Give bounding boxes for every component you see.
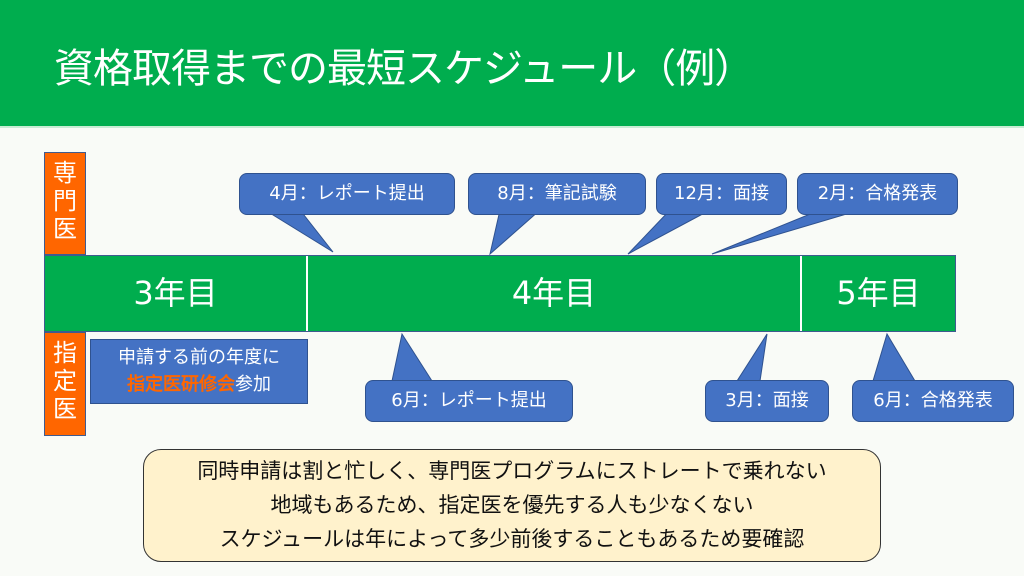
note-line1: 申請する前の年度に bbox=[118, 347, 280, 368]
year-3: 3年目 bbox=[133, 274, 218, 312]
summary-line: 地域もあるため、指定医を優先する人も少なくない bbox=[270, 493, 754, 517]
tail-senmon-3 bbox=[711, 209, 861, 255]
senmon-callout-result: 2月：合格発表 bbox=[797, 173, 958, 215]
senmon-callout-interview: 12月：面接 bbox=[656, 173, 787, 215]
senmon-callout-report: 4月：レポート提出 bbox=[239, 173, 455, 215]
year-4: 4年目 bbox=[511, 274, 597, 312]
tail-shitei-2 bbox=[872, 332, 916, 382]
callout-label: 12月：面接 bbox=[674, 183, 769, 204]
tail-shitei-0 bbox=[391, 332, 433, 382]
timeline-bar: 3年目 4年目 5年目 bbox=[44, 255, 956, 332]
callout-label: 8月：筆記試験 bbox=[497, 183, 617, 204]
note-suffix: 参加 bbox=[235, 374, 271, 395]
callout-label: 3月：面接 bbox=[725, 390, 809, 411]
tail-senmon-0 bbox=[263, 209, 334, 253]
shitei-callout-report: 6月：レポート提出 bbox=[365, 380, 573, 422]
shitei-callout-result: 6月：合格発表 bbox=[852, 380, 1014, 422]
callout-label: 4月：レポート提出 bbox=[269, 183, 425, 204]
summary-line: 同時申請は割と忙しく、専門医プログラムにストレートで乗れない bbox=[197, 459, 827, 483]
shitei-callout-interview: 3月：面接 bbox=[705, 380, 829, 422]
senmon-tag: 専門医 bbox=[44, 152, 86, 255]
senmon-callout-written-exam: 8月：筆記試験 bbox=[468, 173, 646, 215]
shitei-tag: 指定医 bbox=[44, 332, 86, 436]
summary-line: スケジュールは年によって多少前後することもあるため要確認 bbox=[219, 527, 805, 551]
senmon-tag-label: 専門医 bbox=[53, 159, 77, 243]
shitei-tag-label: 指定医 bbox=[53, 339, 77, 423]
note-highlight: 指定医研修会 bbox=[127, 374, 235, 395]
tail-senmon-1 bbox=[489, 209, 542, 256]
tail-shitei-1 bbox=[736, 333, 768, 382]
header-banner: 資格取得までの最短スケジュール（例） bbox=[0, 0, 1024, 126]
year-divider bbox=[800, 256, 802, 331]
note-line2: 指定医研修会参加 bbox=[91, 371, 307, 398]
summary-box: 同時申請は割と忙しく、専門医プログラムにストレートで乗れない 地域もあるため、指… bbox=[143, 449, 881, 562]
page-title: 資格取得までの最短スケジュール（例） bbox=[54, 46, 754, 92]
year-divider bbox=[306, 256, 308, 331]
tail-senmon-2 bbox=[627, 209, 711, 255]
callout-label: 6月：合格発表 bbox=[873, 390, 993, 411]
year-5: 5年目 bbox=[836, 274, 921, 312]
shitei-training-note: 申請する前の年度に 指定医研修会参加 bbox=[90, 339, 308, 404]
callout-label: 2月：合格発表 bbox=[817, 183, 938, 204]
callout-label: 6月：レポート提出 bbox=[391, 390, 547, 411]
header-divider bbox=[0, 126, 1024, 128]
